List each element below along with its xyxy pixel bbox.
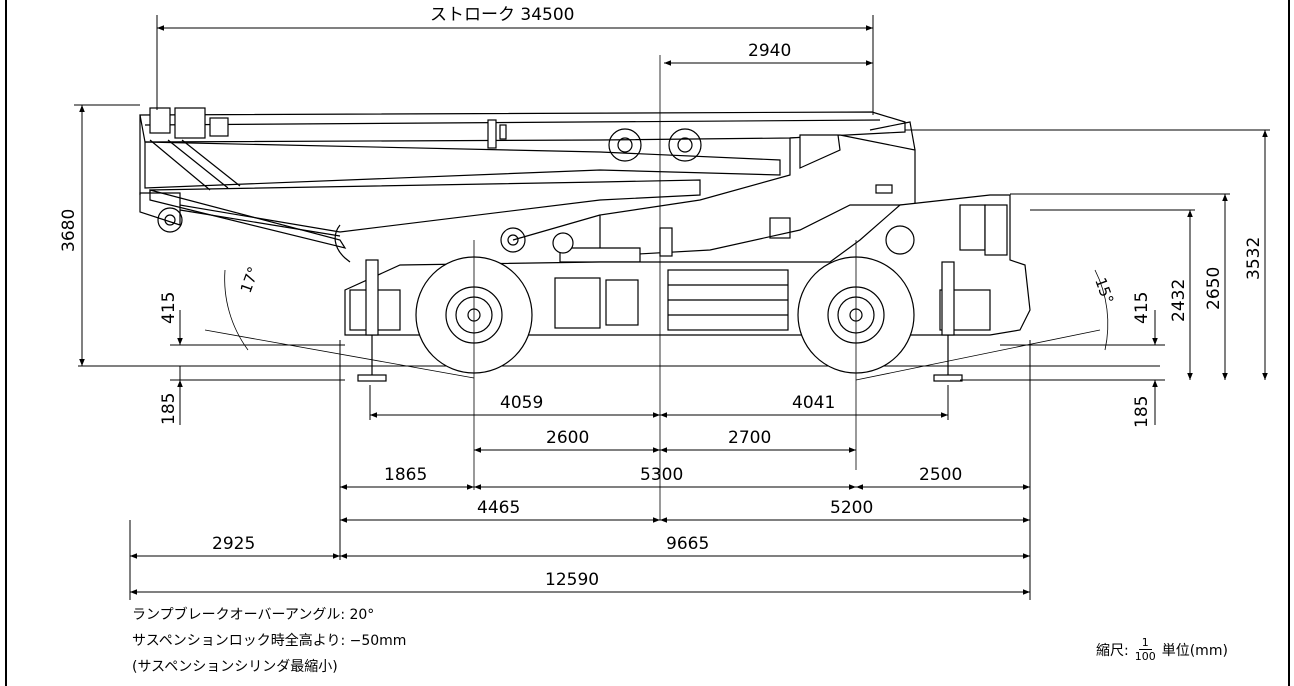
dim-4465: 4465: [477, 498, 520, 518]
approach-angle-left: 17°: [237, 264, 263, 295]
dim-4041: 4041: [792, 393, 835, 413]
scale-fraction: 1 100: [1132, 636, 1159, 663]
scale-numerator: 1: [1138, 636, 1152, 650]
dim-185-right: 185: [1132, 396, 1152, 428]
scale-indicator: 縮尺: 1 100 単位(mm): [1096, 636, 1228, 663]
dim-3532: 3532: [1244, 237, 1264, 280]
hook-sheaves: [149, 107, 229, 139]
dim-2650: 2650: [1204, 267, 1224, 310]
dim-3680: 3680: [59, 209, 79, 252]
superstructure: [500, 121, 916, 263]
dim-5200: 5200: [830, 498, 873, 518]
dim-415-right: 415: [1132, 292, 1152, 324]
dim-4059: 4059: [500, 393, 543, 413]
dim-5300: 5300: [640, 465, 683, 485]
stroke-label: ストローク 34500: [430, 5, 574, 25]
note-suspension-lock: サスペンションロック時全高より: −50mm: [132, 633, 407, 649]
scale-denominator: 100: [1134, 650, 1156, 663]
note-ramp-breakover: ランプブレークオーバーアングル: 20°: [132, 607, 375, 623]
dim-2500: 2500: [919, 465, 962, 485]
dimension-lines: [74, 15, 1270, 600]
crane-illustration: [78, 55, 1160, 520]
outrigger-front: [357, 259, 387, 382]
dim-2940: 2940: [748, 41, 791, 61]
outrigger-rear: [933, 261, 963, 382]
boom: [139, 111, 906, 263]
dim-1865: 1865: [384, 465, 427, 485]
dim-2700: 2700: [728, 428, 771, 448]
departure-angle-right: 15°: [1091, 275, 1117, 306]
note-suspension-cylinder: (サスペンションシリンダ最縮小): [132, 659, 338, 675]
dim-9665: 9665: [666, 534, 709, 554]
dim-2432: 2432: [1169, 279, 1189, 322]
scale-unit: 単位(mm): [1161, 642, 1228, 659]
dim-415-left: 415: [159, 292, 179, 324]
scale-prefix: 縮尺:: [1096, 642, 1129, 659]
dim-12590: 12590: [545, 570, 599, 590]
dim-185-left: 185: [159, 393, 179, 425]
dim-2600: 2600: [546, 428, 589, 448]
dim-2925: 2925: [212, 534, 255, 554]
